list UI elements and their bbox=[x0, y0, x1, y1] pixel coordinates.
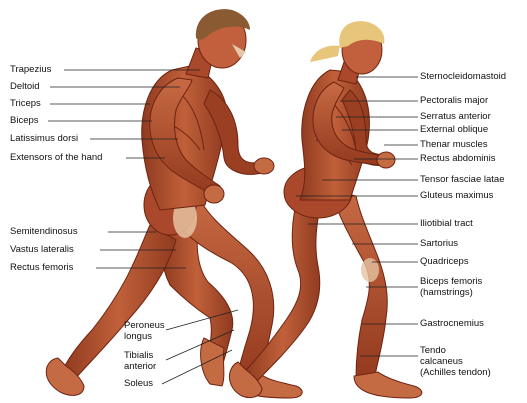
label-external-oblique: External oblique bbox=[420, 124, 488, 135]
label-rectus-abdominis: Rectus abdominis bbox=[420, 153, 496, 164]
label-deltoid: Deltoid bbox=[10, 81, 40, 92]
label-gluteus-maximus: Gluteus maximus bbox=[420, 190, 493, 201]
label-quadriceps: Quadriceps bbox=[420, 256, 469, 267]
label-peroneus-longus: Peroneus longus bbox=[124, 320, 165, 342]
label-tendo-calcaneus: Tendo calcaneus (Achilles tendon) bbox=[420, 345, 491, 378]
label-tensor-fasciae-latae: Tensor fasciae latae bbox=[420, 174, 505, 185]
label-gastrocnemius: Gastrocnemius bbox=[420, 318, 484, 329]
label-sartorius: Sartorius bbox=[420, 238, 458, 249]
label-sternocleidomastoid: Sternocleidomastoid bbox=[420, 71, 506, 82]
label-biceps-femoris: Biceps femoris (hamstrings) bbox=[420, 276, 482, 298]
label-rectus-femoris: Rectus femoris bbox=[10, 262, 73, 273]
label-latissimus-dorsi: Latissimus dorsi bbox=[10, 133, 78, 144]
female-near-fist bbox=[377, 152, 395, 168]
label-iliotibial-tract: Iliotibial tract bbox=[420, 218, 473, 229]
label-pectoralis-major: Pectoralis major bbox=[420, 95, 488, 106]
label-serratus-anterior: Serratus anterior bbox=[420, 111, 491, 122]
male-rear-calf bbox=[62, 225, 176, 380]
label-triceps: Triceps bbox=[10, 98, 41, 109]
female-front-foot bbox=[354, 372, 422, 398]
label-thenar-muscles: Thenar muscles bbox=[420, 139, 488, 150]
label-trapezius: Trapezius bbox=[10, 64, 51, 75]
label-semitendinosus: Semitendinosus bbox=[10, 226, 78, 237]
male-far-fist bbox=[254, 158, 274, 174]
male-figure bbox=[46, 9, 302, 398]
male-near-fist bbox=[204, 185, 224, 203]
label-vastus-lateralis: Vastus lateralis bbox=[10, 244, 74, 255]
label-soleus: Soleus bbox=[124, 378, 153, 389]
label-biceps: Biceps bbox=[10, 115, 39, 126]
label-tibialis-anterior: Tibialis anterior bbox=[124, 350, 156, 372]
female-front-leg bbox=[330, 190, 387, 380]
label-extensors-of-the-hand: Extensors of the hand bbox=[10, 152, 102, 163]
